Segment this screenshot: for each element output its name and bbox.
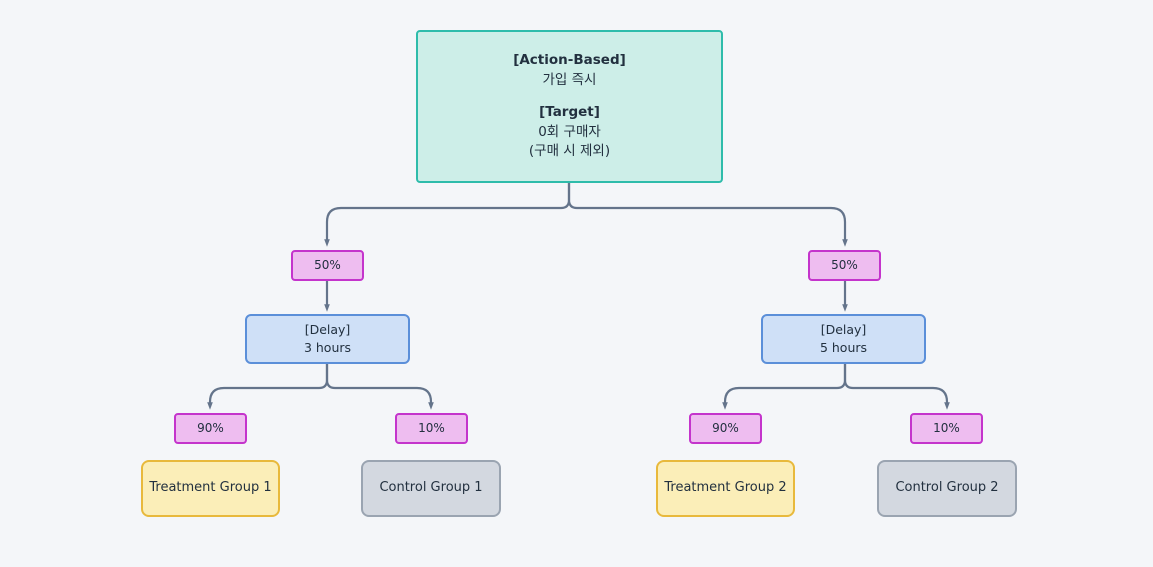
treatment-group-2-label: Treatment Group 2: [664, 480, 787, 496]
split-left-50-label: 50%: [314, 257, 341, 272]
split-node-left-50[interactable]: 50%: [291, 250, 364, 281]
split-right-treatment-90-label: 90%: [712, 420, 739, 435]
split-node-right-treatment-90[interactable]: 90%: [689, 413, 762, 444]
delay-left-label: [Delay]: [304, 321, 351, 337]
split-left-control-10-label: 10%: [418, 420, 445, 435]
delay-left-duration: 3 hours: [303, 340, 352, 355]
split-node-right-50[interactable]: 50%: [808, 250, 881, 281]
node-control-group-1[interactable]: Control Group 1: [361, 460, 501, 517]
delay-right-label: [Delay]: [820, 321, 867, 337]
node-action-based-target[interactable]: [Action-Based] 가입 즉시 [Target] 0회 구매자 (구매…: [416, 30, 723, 183]
edge-root-to-split-left: [324, 181, 571, 247]
edge-delay-right-to-split-10: [843, 362, 950, 410]
split-node-right-control-10[interactable]: 10%: [910, 413, 983, 444]
root-action-based-value: 가입 즉시: [542, 71, 597, 88]
node-delay-left[interactable]: [Delay] 3 hours: [245, 314, 410, 364]
root-action-based-label: [Action-Based]: [513, 52, 626, 69]
node-delay-right[interactable]: [Delay] 5 hours: [761, 314, 926, 364]
node-control-group-2[interactable]: Control Group 2: [877, 460, 1017, 517]
split-node-left-treatment-90[interactable]: 90%: [174, 413, 247, 444]
edge-root-to-split-right: [567, 181, 848, 247]
node-treatment-group-2[interactable]: Treatment Group 2: [656, 460, 795, 517]
root-target-exclusion: (구매 시 제외): [528, 143, 611, 160]
treatment-group-1-label: Treatment Group 1: [149, 480, 272, 496]
control-group-1-label: Control Group 1: [379, 480, 483, 496]
split-right-50-label: 50%: [831, 257, 858, 272]
split-right-control-10-label: 10%: [933, 420, 960, 435]
root-target-value: 0회 구매자: [538, 123, 601, 140]
split-node-left-control-10[interactable]: 10%: [395, 413, 468, 444]
edge-delay-left-to-split-90: [207, 362, 329, 410]
split-left-treatment-90-label: 90%: [197, 420, 224, 435]
root-target-label: [Target]: [539, 104, 600, 121]
node-treatment-group-1[interactable]: Treatment Group 1: [141, 460, 280, 517]
delay-right-duration: 5 hours: [819, 340, 868, 355]
edge-delay-right-to-split-90: [722, 362, 847, 410]
control-group-2-label: Control Group 2: [895, 480, 999, 496]
edge-delay-left-to-split-10: [325, 362, 434, 410]
